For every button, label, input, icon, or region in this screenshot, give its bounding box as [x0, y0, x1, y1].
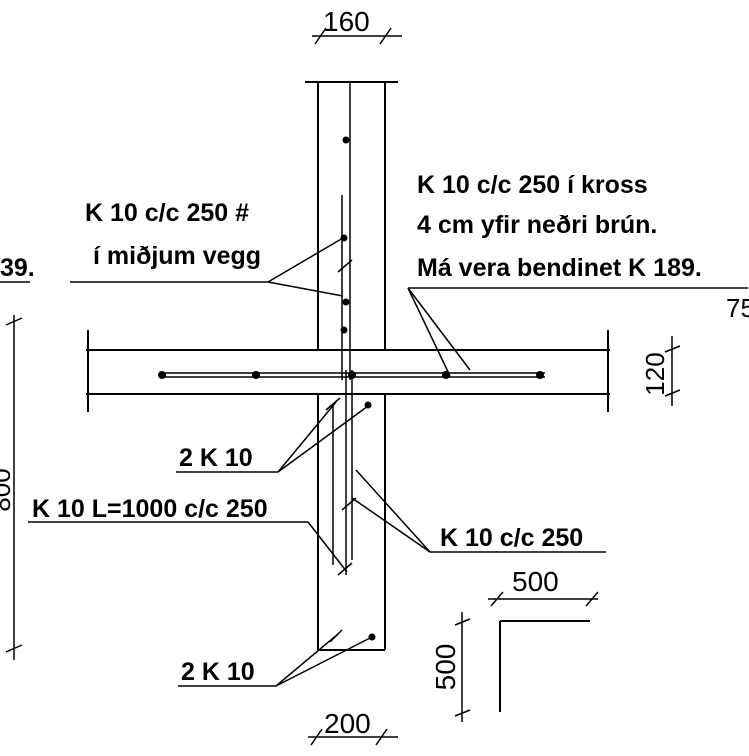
lower-two-bars-label: 2 K 10 — [181, 658, 255, 686]
right-clipped-dimension: 75 — [726, 293, 749, 323]
wall-mesh-label-line2: í miðjum vegg — [93, 242, 261, 270]
right-bars-label: K 10 c/c 250 — [440, 524, 583, 552]
upper-two-bars-label: 2 K 10 — [179, 444, 253, 472]
top-wall-width-dimension: 160 — [323, 6, 370, 37]
l-bars-label: K 10 L=1000 c/c 250 — [32, 495, 268, 523]
slab-cross-label-line3: Má vera bendinet K 189. — [417, 254, 702, 282]
left-height-dimension: 800 — [0, 468, 16, 511]
slab-thickness-dimension: 120 — [640, 352, 670, 395]
wall-mesh-label-line1: K 10 c/c 250 # — [85, 199, 249, 227]
upper-wall — [305, 81, 398, 380]
slab-cross-label-line1: K 10 c/c 250 í kross — [417, 171, 648, 199]
callout-labels: K 10 c/c 250 # í miðjum vegg K 10 c/c 25… — [0, 171, 702, 686]
corner-height-dimension: 500 — [430, 644, 461, 691]
slab — [86, 330, 610, 412]
corner-width-dimension: 500 — [512, 566, 559, 597]
dimension-labels: 160 120 800 75 500 500 200 — [0, 6, 749, 739]
slab-cross-label-line2: 4 cm yfir neðri brún. — [417, 211, 657, 239]
dimension-lines — [5, 27, 681, 746]
leader-lines — [0, 237, 748, 687]
left-clipped-reference: 39. — [0, 254, 35, 282]
bottom-wall-width-dimension: 200 — [324, 708, 371, 739]
corner-bracket — [499, 620, 590, 712]
